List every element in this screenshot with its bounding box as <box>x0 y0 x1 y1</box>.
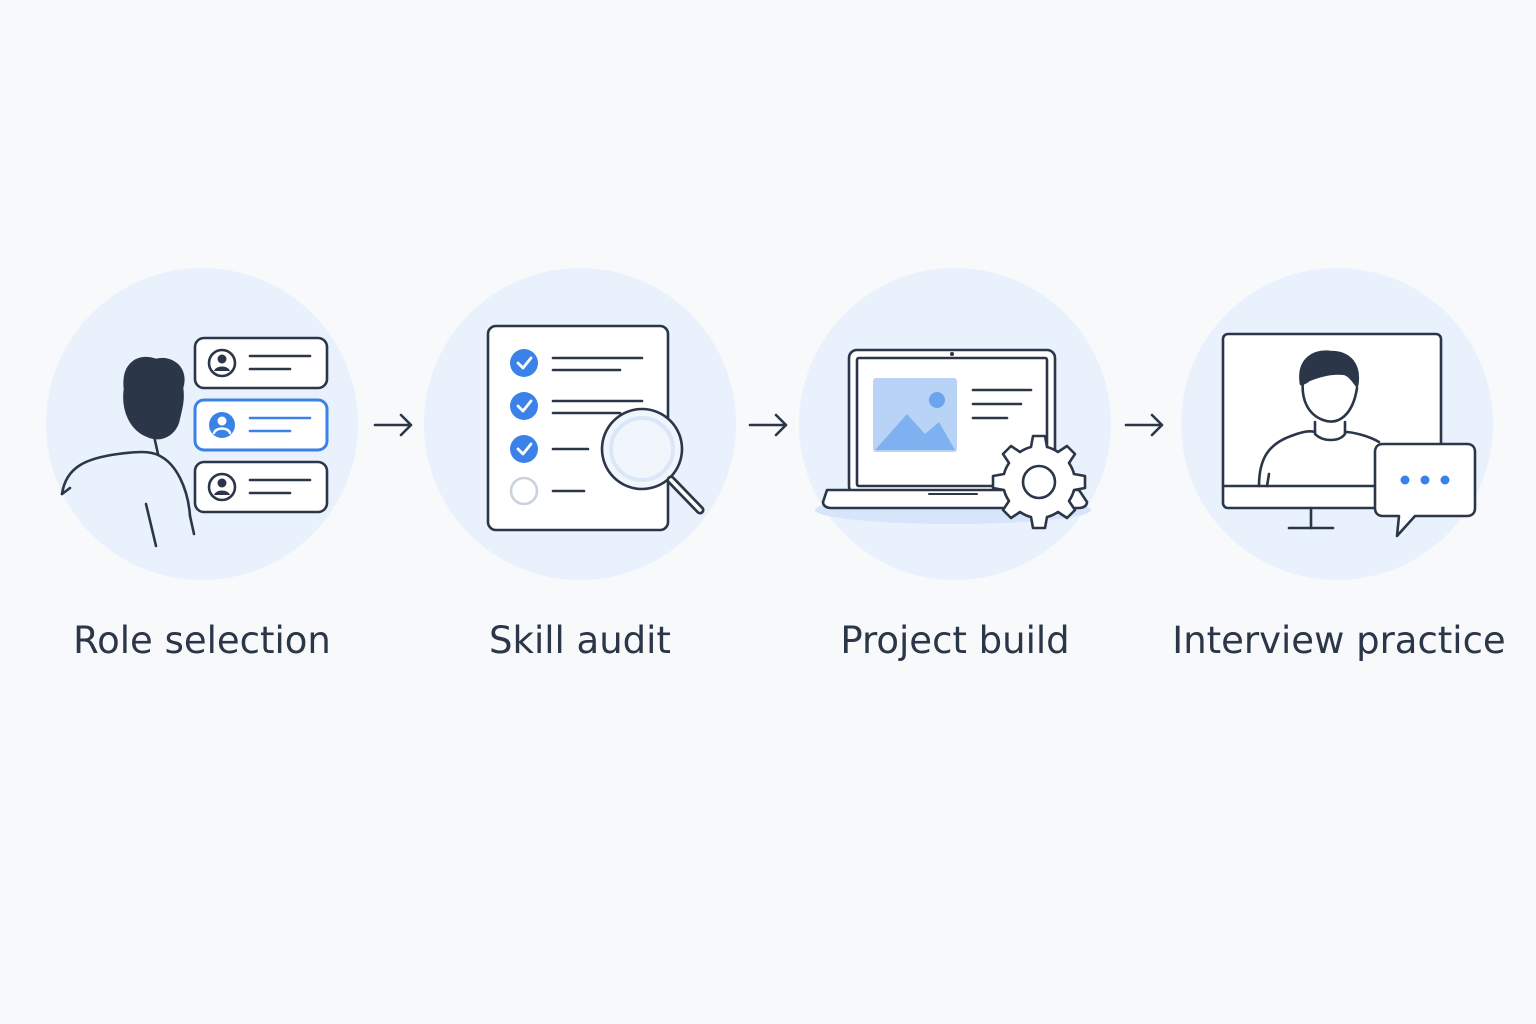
step-project-build: Project build <box>799 0 1111 662</box>
skill-audit-icon <box>486 324 705 532</box>
step-label: Interview practice <box>1172 619 1506 662</box>
step-role-selection: Role selection <box>46 0 358 662</box>
interview-practice-icon <box>1221 332 1477 538</box>
project-build-icon <box>815 348 1091 530</box>
step-label: Role selection <box>73 619 331 662</box>
step-label: Skill audit <box>489 619 671 662</box>
role-selection-icon <box>60 336 329 548</box>
arrow-right-icon <box>748 413 788 437</box>
step-interview-practice: Interview practice <box>1172 0 1506 662</box>
step-skill-audit: Skill audit <box>424 0 736 662</box>
step-label: Project build <box>840 619 1070 662</box>
arrow-right-icon <box>1124 413 1164 437</box>
arrow-right-icon <box>373 413 413 437</box>
